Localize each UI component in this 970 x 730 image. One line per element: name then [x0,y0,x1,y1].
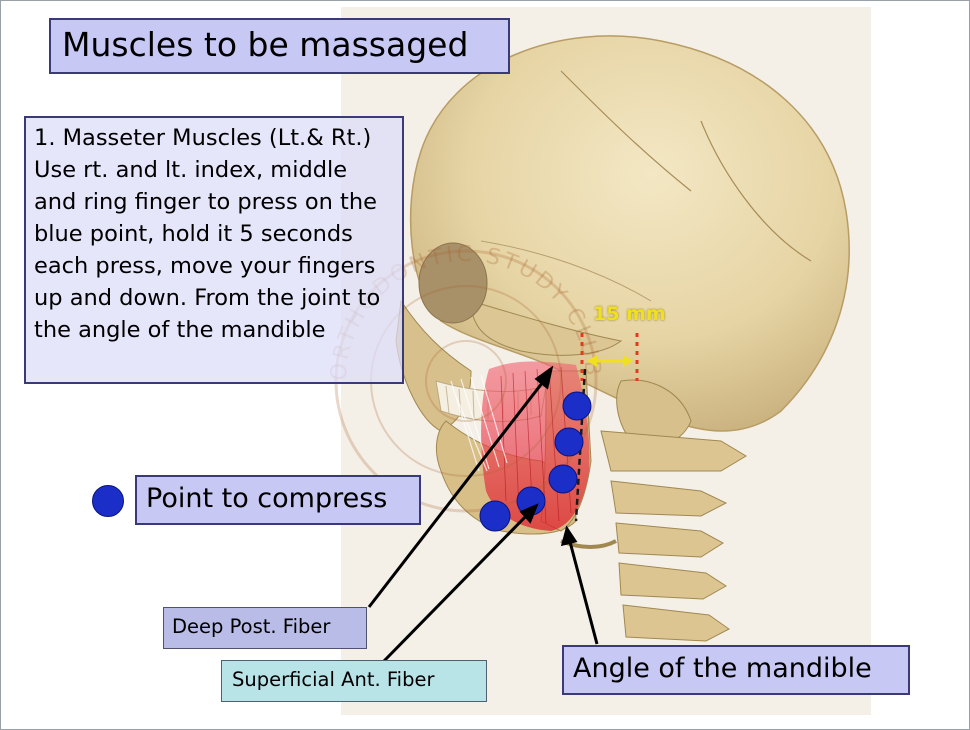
slide-title: Muscles to be massaged [49,18,510,74]
angle-arrow [567,537,599,645]
deep-posterior-fiber-label: Deep Post. Fiber [163,607,367,649]
legend-point-icon [92,485,124,517]
legend-label: Point to compress [135,475,421,525]
superficial-anterior-fiber-label: Superficial Ant. Fiber [221,660,487,702]
instruction-text: 1. Masseter Muscles (Lt.& Rt.) Use rt. a… [24,116,404,384]
angle-of-mandible-label: Angle of the mandible [562,645,910,695]
compression-point [562,391,592,421]
compression-points [479,391,592,532]
compression-point [479,500,511,532]
measurement-label: 15 mm [593,303,666,325]
superficial-fiber-arrow [382,511,531,663]
compression-point [548,464,578,494]
zygomatic-arch [470,300,623,356]
deep-fiber-arrow [367,377,548,608]
orbit [418,242,488,324]
compression-point [554,427,584,457]
measurement-indicator [580,333,639,381]
